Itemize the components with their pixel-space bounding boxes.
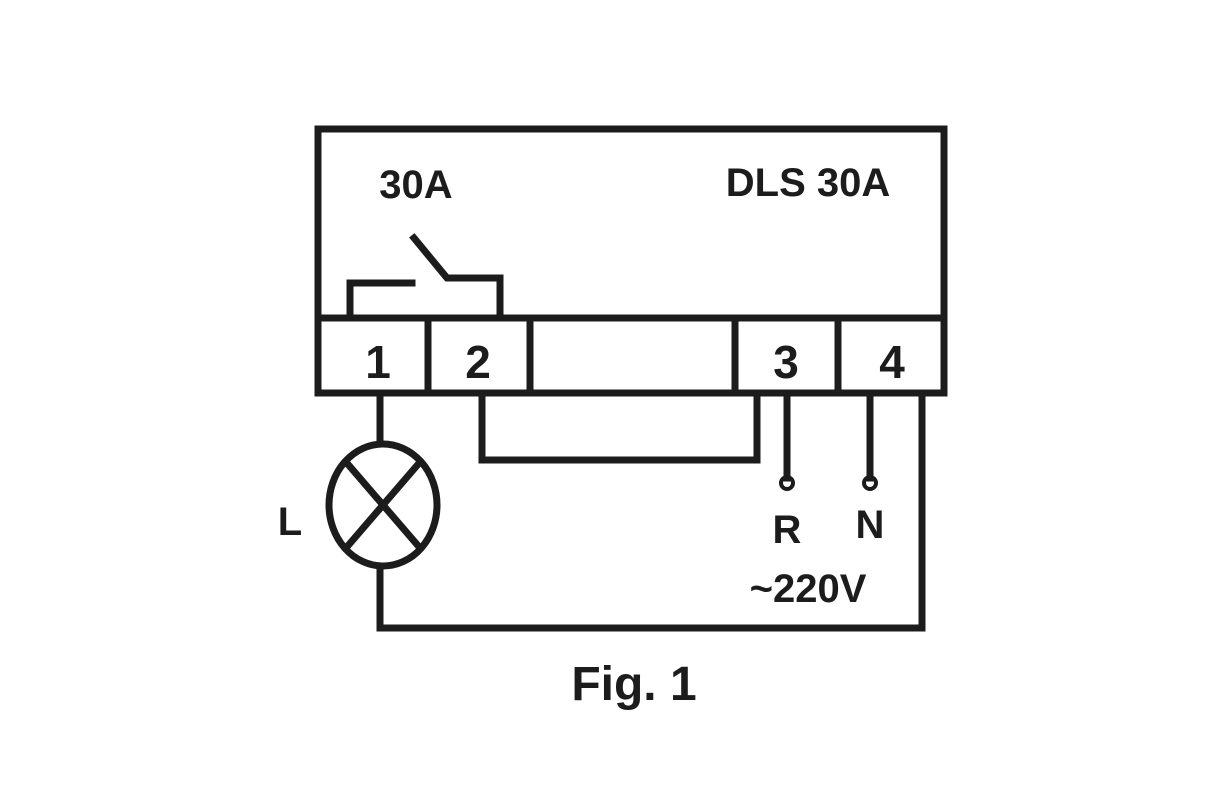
terminal-dividers: [424, 314, 842, 397]
voltage-label: ~220V: [750, 567, 867, 611]
relay-rating-label: 30A: [379, 163, 452, 207]
relay-contact-fixed: [346, 279, 416, 322]
phase-terminal-icon: [779, 475, 795, 491]
phase-label: R: [773, 508, 802, 552]
wire-lamp-to-terminal-4: [376, 389, 926, 632]
relay-contact-switch: [409, 233, 504, 322]
terminal-2-label: 2: [465, 336, 491, 388]
lamp-label: L: [278, 500, 302, 544]
neutral-label: N: [856, 503, 885, 547]
terminal-1-label: 1: [365, 336, 391, 388]
wire-bridge-2-3: [478, 389, 761, 464]
terminal-4-label: 4: [879, 336, 905, 388]
device-housing: [314, 125, 948, 397]
figure-caption: Fig. 1: [571, 658, 696, 711]
neutral-terminal-icon: [862, 475, 878, 491]
terminal-3-label: 3: [773, 336, 799, 388]
device-model-label: DLS 30A: [726, 161, 891, 205]
